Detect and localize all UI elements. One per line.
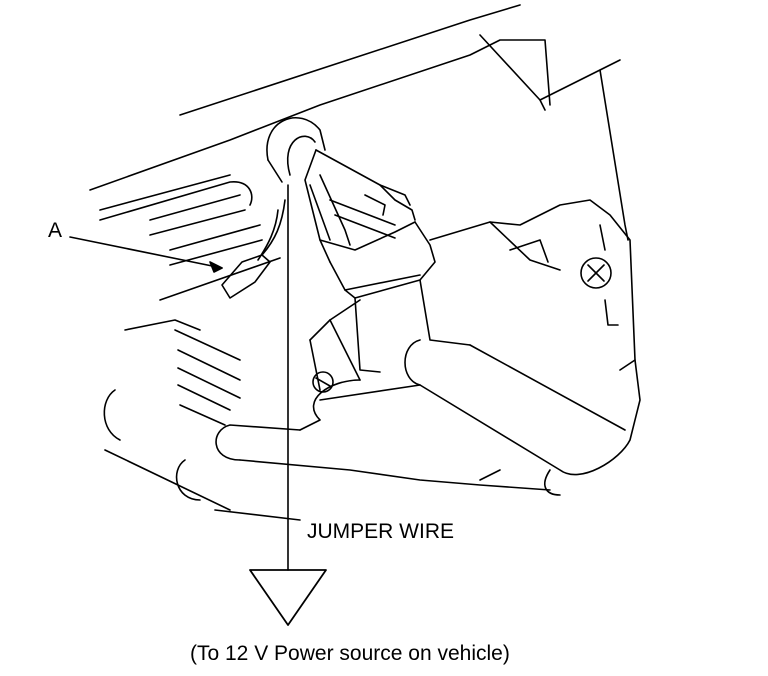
jumper-wire (249, 184, 327, 626)
mounting-screw-right (580, 224, 619, 326)
connector (304, 149, 436, 299)
leader-a (69, 236, 223, 273)
left-housing (99, 181, 301, 521)
label-jumper-wire: JUMPER WIRE (307, 520, 454, 543)
label-power-source: (To 12 V Power source on vehicle) (190, 642, 510, 665)
actuator-body (215, 199, 641, 496)
wire-harness (266, 117, 326, 183)
label-a: A (48, 219, 63, 242)
mounting-screw-left (312, 371, 334, 393)
upper-panel (89, 4, 629, 241)
